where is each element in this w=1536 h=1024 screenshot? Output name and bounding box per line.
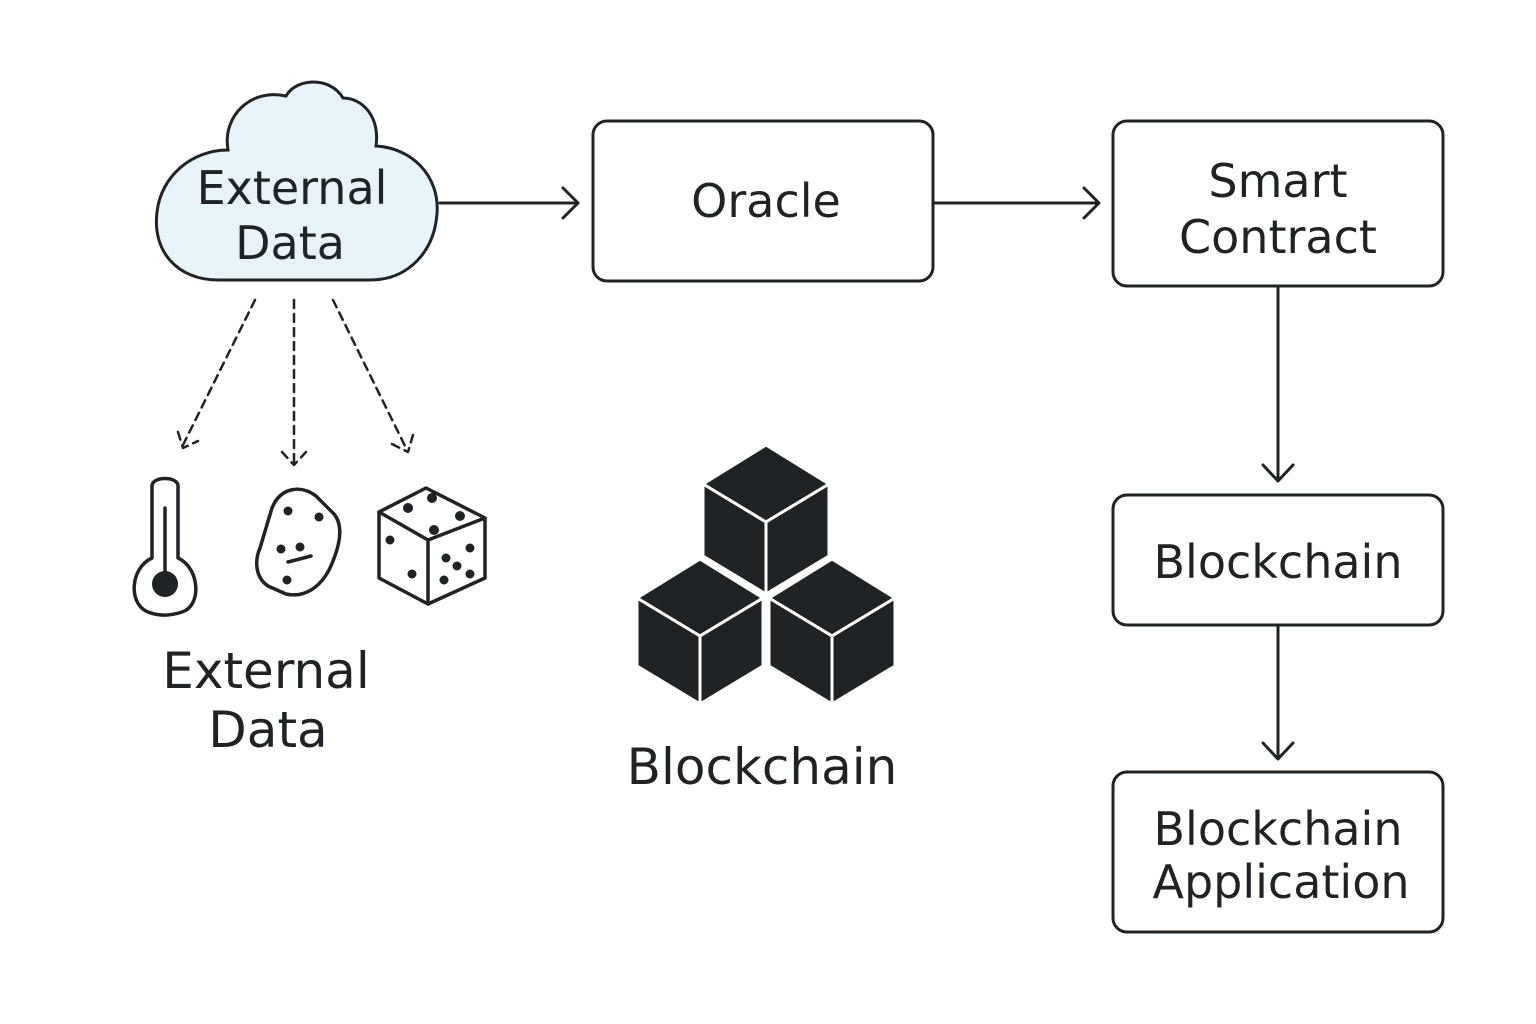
dice-icon [377,486,487,606]
cloud-shape [154,80,439,282]
dashed-arrow-to-thermometer [176,298,257,450]
external-caption-line1: External [162,642,369,700]
blockchain-cubes-icon [635,443,897,706]
blockchain-box-label: Blockchain [1154,535,1403,589]
blockchain-caption: Blockchain [627,738,898,796]
external-caption-line2: Data [208,701,327,759]
smart-contract-label-line1: Smart [1208,154,1347,208]
blockchain-application-box [1111,770,1445,934]
oracle-box [591,119,935,283]
smart-contract-box [1111,119,1445,288]
external-data-caption: External Data [162,642,369,759]
oracle-node: Oracle [591,119,935,283]
blockchain-box [1111,493,1445,627]
arrow-oracle-to-smart-contract [932,186,1101,220]
cloud-label-line1: External [197,161,388,215]
blockchain-node: Blockchain [1111,493,1445,627]
rock-icon [254,487,342,597]
arrow-cloud-to-oracle [438,186,580,220]
application-label-line1: Blockchain [1154,802,1403,856]
smart-contract-node: Smart Contract [1111,119,1445,288]
external-data-cloud: External Data [154,80,439,282]
dashed-arrow-to-rock [280,298,308,467]
oracle-label: Oracle [691,174,841,228]
cloud-label-line2: Data [235,216,345,270]
dashed-arrow-to-dice [331,298,415,454]
arrow-smart-contract-to-blockchain [1261,286,1295,483]
smart-contract-label-line2: Contract [1179,210,1377,264]
arrow-blockchain-to-application [1261,625,1295,761]
application-label-line2: Application [1152,855,1409,909]
blockchain-application-node: Blockchain Application [1111,770,1445,934]
thermometer-icon [132,476,198,617]
